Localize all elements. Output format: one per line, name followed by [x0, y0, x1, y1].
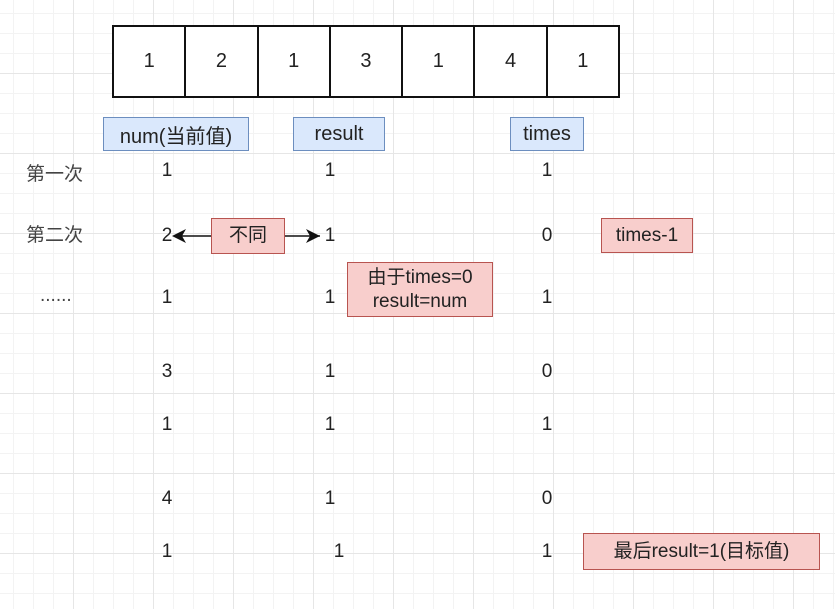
header-times: times	[510, 117, 584, 151]
array-cell: 1	[545, 25, 620, 98]
note-reset-line2: result=num	[372, 290, 468, 312]
num-value: 3	[161, 361, 173, 382]
left-arrow-icon	[172, 229, 213, 243]
result-value: 1	[324, 160, 336, 181]
note-different: 不同	[211, 218, 285, 254]
num-value: 1	[161, 160, 173, 181]
result-value: 1	[324, 361, 336, 382]
note-reset: 由于times=0 result=num	[347, 262, 493, 317]
result-value: 1	[324, 287, 336, 308]
times-value: 1	[541, 287, 553, 308]
num-value: 2	[161, 225, 173, 246]
array-cell: 1	[256, 25, 331, 98]
times-value: 1	[541, 414, 553, 435]
num-value: 1	[161, 287, 173, 308]
array-cell: 4	[473, 25, 548, 98]
array-cell: 3	[328, 25, 404, 98]
header-num: num(当前值)	[103, 117, 249, 151]
times-value: 0	[541, 488, 553, 509]
num-value: 1	[161, 541, 173, 562]
times-value: 0	[541, 225, 553, 246]
note-times-minus: times-1	[601, 218, 693, 253]
note-reset-line1: 由于times=0	[367, 266, 473, 288]
times-value: 0	[541, 361, 553, 382]
right-arrow-icon	[284, 229, 320, 243]
row-label-ellipsis: ......	[40, 285, 72, 306]
row-label-second: 第二次	[26, 224, 84, 246]
num-value: 1	[161, 414, 173, 435]
array-cell: 2	[184, 25, 259, 98]
header-result: result	[293, 117, 385, 151]
note-final: 最后result=1(目标值)	[583, 533, 820, 570]
result-value: 1	[324, 488, 336, 509]
row-label-first: 第一次	[26, 163, 84, 185]
result-value: 1	[333, 541, 345, 562]
times-value: 1	[541, 541, 553, 562]
result-value: 1	[324, 414, 336, 435]
result-value: 1	[324, 225, 336, 246]
times-value: 1	[541, 160, 553, 181]
input-array: 1 2 1 3 1 4 1	[112, 25, 620, 98]
array-cell: 1	[401, 25, 476, 98]
array-cell: 1	[112, 25, 187, 98]
num-value: 4	[161, 488, 173, 509]
